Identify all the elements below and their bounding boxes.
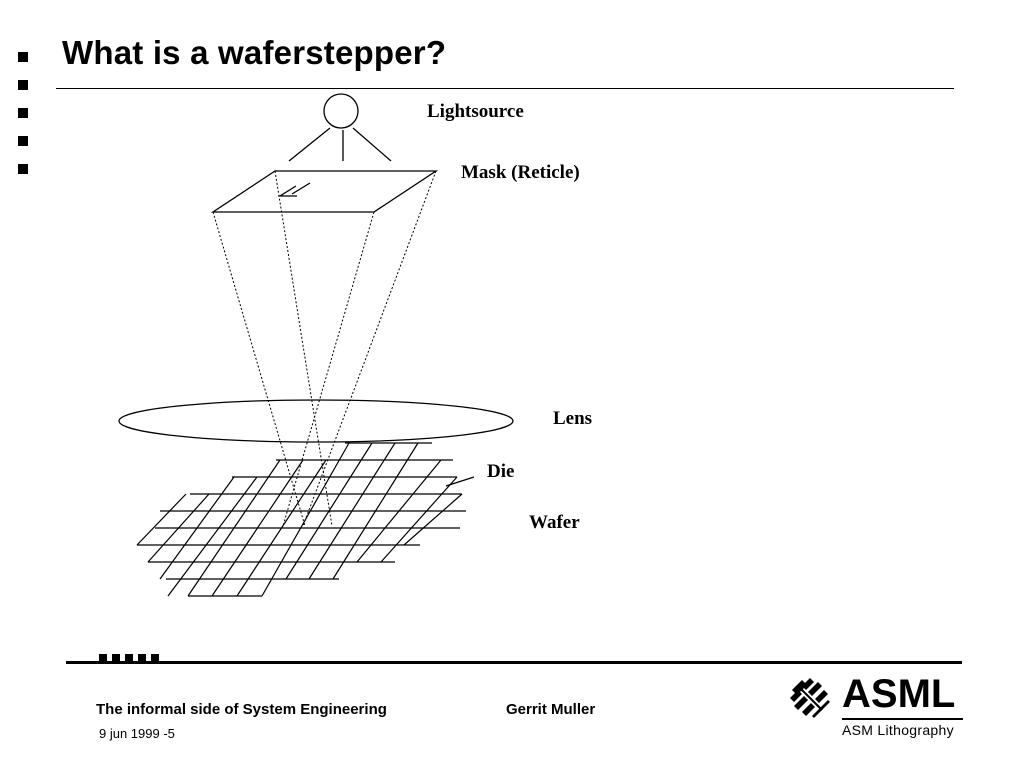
- bullet-square: [18, 52, 28, 62]
- footer-course-title: The informal side of System Engineering: [96, 701, 387, 718]
- title-divider: [56, 88, 954, 89]
- asml-subtitle: ASM Lithography: [842, 722, 954, 738]
- dash-mark: [112, 654, 120, 661]
- footer-divider: [66, 661, 962, 664]
- label-lightsource: Lightsource: [427, 101, 524, 122]
- logo-divider: [842, 718, 963, 720]
- bullet-square: [18, 136, 28, 146]
- lightsource-shape: [288, 93, 392, 162]
- bullet-square: [18, 164, 28, 174]
- light-cone: [212, 170, 437, 527]
- footer-author: Gerrit Muller: [506, 701, 596, 718]
- bullet-square: [18, 80, 28, 90]
- bullet-column: [18, 52, 32, 192]
- lens-shape: [118, 399, 514, 443]
- footer-date: 9 jun 1999 -5: [99, 726, 175, 741]
- label-mask-reticle: Mask (Reticle): [461, 162, 580, 183]
- bullet-square: [18, 108, 28, 118]
- asml-logo-icon: [790, 678, 830, 718]
- dash-mark: [99, 654, 107, 661]
- slide-title: What is a waferstepper?: [62, 34, 447, 71]
- footer-dash-marks: [99, 654, 159, 661]
- wafer-grid: [136, 442, 466, 597]
- label-die: Die: [487, 461, 515, 482]
- asml-wordmark: ASML: [842, 672, 956, 716]
- dash-mark: [125, 654, 133, 661]
- label-lens: Lens: [553, 408, 593, 429]
- dash-mark: [138, 654, 146, 661]
- dash-mark: [151, 654, 159, 661]
- mask-reticle-shape: [210, 170, 439, 213]
- die-pointer: [445, 476, 475, 487]
- label-wafer: Wafer: [529, 512, 580, 533]
